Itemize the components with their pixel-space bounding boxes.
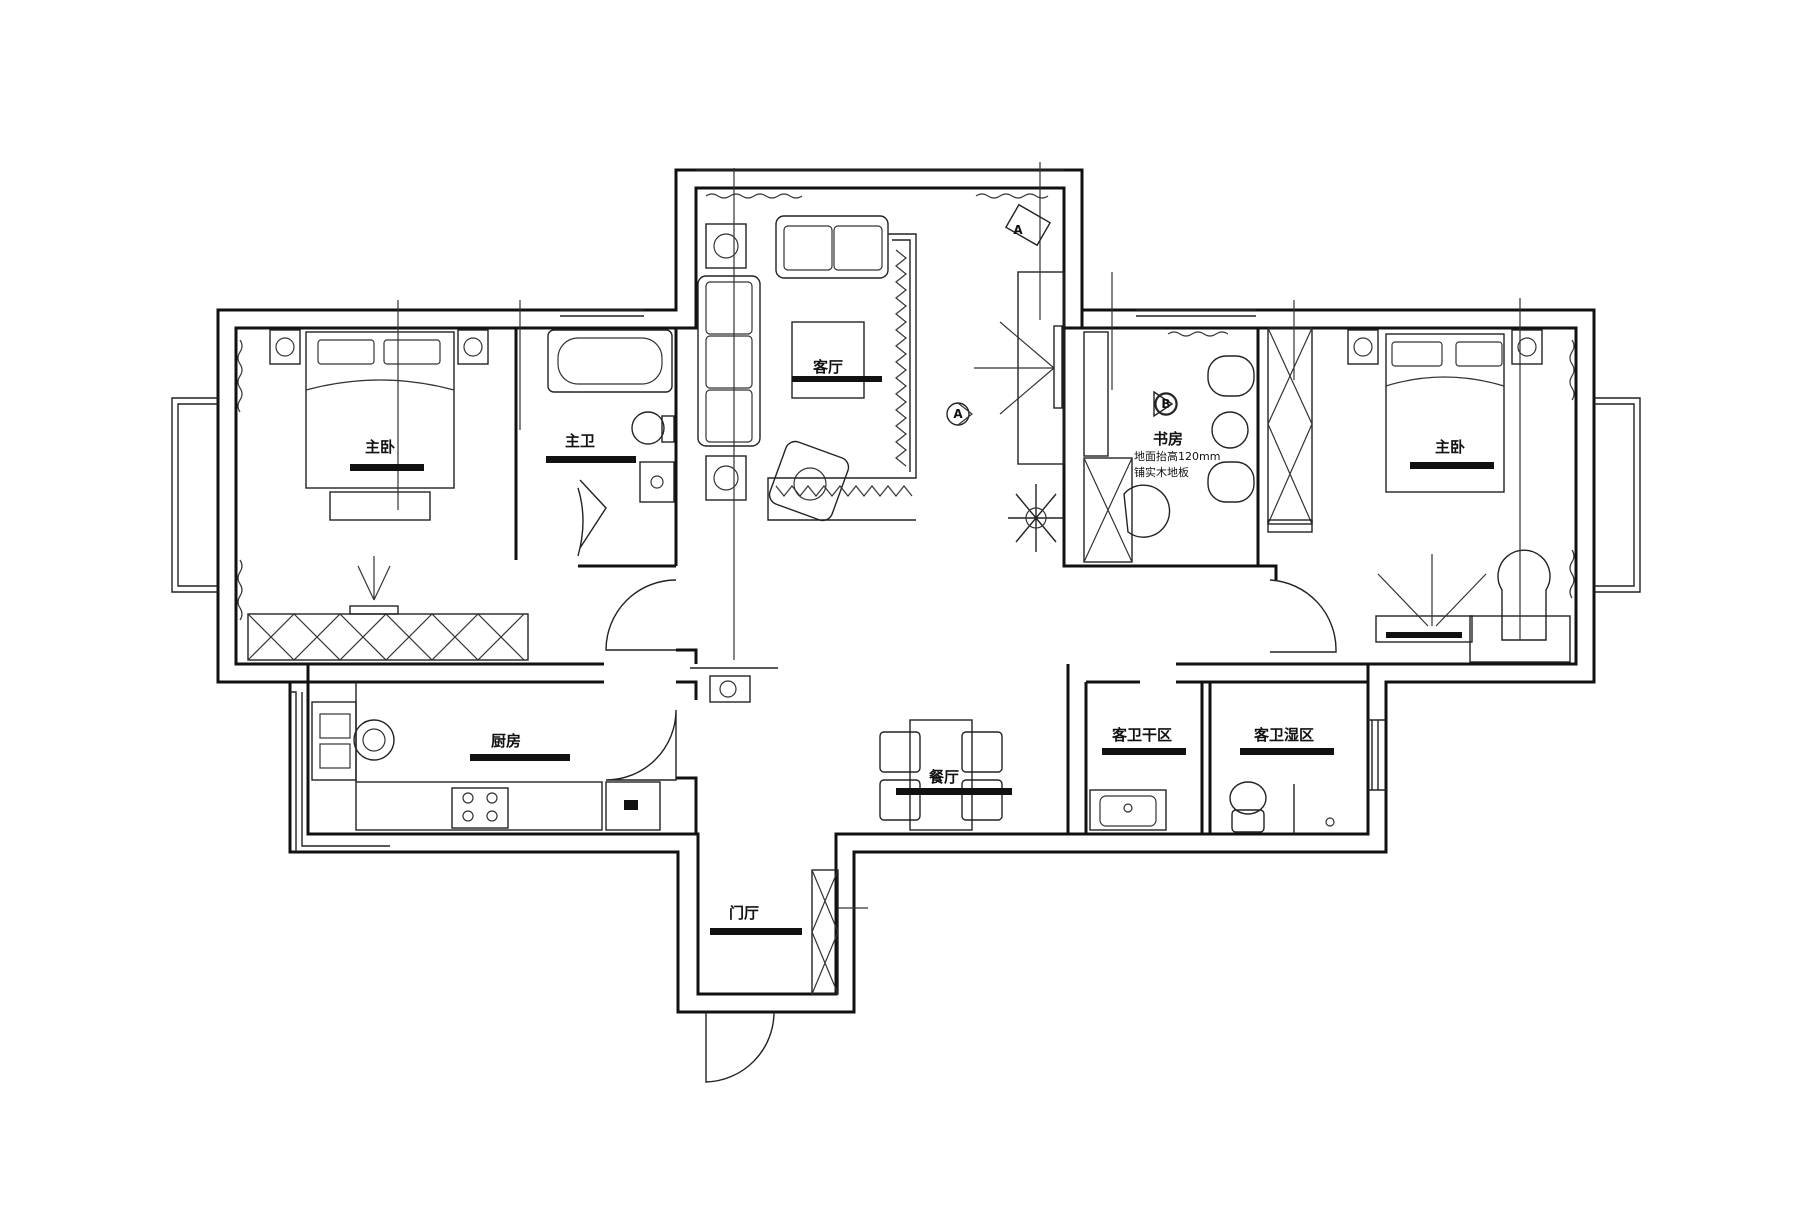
svg-text:A: A <box>953 407 963 421</box>
room-label-foyer: 门厅 <box>729 904 759 922</box>
interior-walls <box>236 310 1576 834</box>
living-room-furniture <box>697 162 1065 660</box>
study-note-floor: 铺实木地板 <box>1134 465 1189 479</box>
room-label-guest-bath-dry: 客卫干区 <box>1111 726 1172 744</box>
room-label-kitchen: 厨房 <box>491 732 521 750</box>
room-label-left-bedroom: 主卧 <box>365 438 395 456</box>
elevation-marker-b: B <box>1154 392 1178 416</box>
doors <box>577 479 1337 1083</box>
elevation-marker-a-top: A <box>1013 223 1023 237</box>
room-label-study: 书房 <box>1153 430 1183 448</box>
study-note-raise: 地面抬高120mm <box>1134 449 1220 463</box>
svg-text:A: A <box>1013 223 1023 237</box>
exterior-walls <box>216 168 1596 1014</box>
room-label-right-bedroom: 主卧 <box>1435 438 1465 456</box>
study-furniture <box>1083 272 1255 563</box>
master-bath-fixtures <box>519 300 675 503</box>
room-labels: 客厅 主卧 主卫 厨房 餐厅 门厅 书房 地面抬高120mm 铺实木地板 主卧 … <box>350 358 1494 935</box>
guest-bath-fixtures <box>1089 781 1335 834</box>
right-bedroom-furniture <box>1267 298 1571 663</box>
dining-furniture <box>879 719 1003 831</box>
lamp-fixture <box>690 667 778 703</box>
svg-text:B: B <box>1161 397 1170 411</box>
room-label-dining: 餐厅 <box>929 768 959 786</box>
room-label-master-bath: 主卫 <box>565 432 595 450</box>
room-label-living: 客厅 <box>812 358 843 376</box>
kitchen-fixtures <box>311 682 661 831</box>
elevation-marker-a: A <box>946 402 973 426</box>
left-bedroom-furniture <box>247 300 529 661</box>
windows <box>171 169 1641 852</box>
foyer-furniture <box>811 869 868 995</box>
room-label-guest-bath-wet: 客卫湿区 <box>1253 726 1314 744</box>
curtains <box>237 193 1575 621</box>
